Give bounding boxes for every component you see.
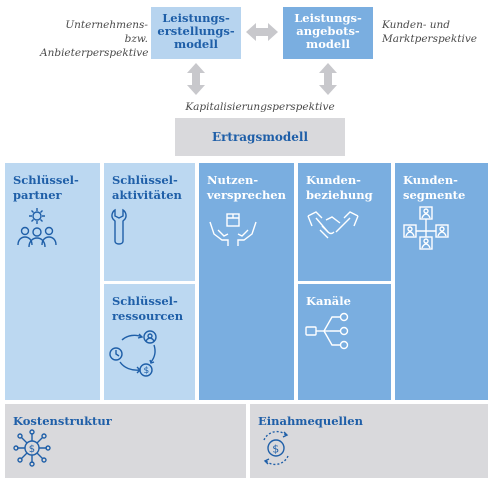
box-service-creation-model: Leistungs- erstellungs- modell bbox=[151, 7, 241, 59]
svg-text:$: $ bbox=[144, 366, 150, 376]
tile-cost-structure: Kostenstruktur bbox=[5, 404, 246, 478]
box-service-offering-model: Leistungs- angebots- modell bbox=[283, 7, 373, 59]
handshake-icon bbox=[307, 211, 359, 239]
channel-network-icon bbox=[305, 312, 349, 350]
tile-channels-title: Kanäle bbox=[306, 294, 351, 308]
dollar-network-icon: $ bbox=[13, 429, 51, 467]
tile-cost-structure-title: Kostenstruktur bbox=[13, 414, 112, 428]
tile-key-resources: Schlüssel- ressourcen bbox=[104, 284, 195, 400]
segments-icon bbox=[403, 206, 449, 250]
gear-people-icon bbox=[17, 208, 57, 248]
tile-customer-segments: Kunden- segmente bbox=[395, 163, 488, 400]
double-arrow-vertical-left-icon bbox=[187, 63, 205, 95]
tile-key-partners-title: Schlüssel- partner bbox=[13, 173, 79, 202]
tile-value-proposition-title: Nutzen- versprechen bbox=[207, 173, 286, 202]
tile-key-resources-title: Schlüssel- ressourcen bbox=[112, 294, 184, 323]
svg-text:$: $ bbox=[29, 444, 35, 455]
tile-key-partners: Schlüssel- partner bbox=[5, 163, 100, 400]
wrench-icon bbox=[111, 208, 127, 245]
tile-customer-relationships: Kunden- beziehung bbox=[298, 163, 391, 281]
market-perspective-label: Kunden- und Marktperspektive bbox=[382, 19, 477, 45]
resource-cycle-icon: $ bbox=[109, 330, 157, 377]
capitalization-perspective-label: Kapitalisierungsperspektive bbox=[185, 101, 335, 113]
tile-revenue-streams: Einahmequellen bbox=[250, 404, 488, 478]
tile-customer-relationships-title: Kunden- beziehung bbox=[306, 173, 373, 202]
tile-key-activities-title: Schlüssel- aktivitäten bbox=[112, 173, 182, 202]
dollar-cycle-icon: $ bbox=[263, 430, 289, 466]
svg-text:$: $ bbox=[272, 443, 279, 456]
revenue-model-box: Ertragsmodell bbox=[175, 118, 345, 156]
tile-value-proposition: Nutzen- versprechen bbox=[199, 163, 294, 400]
double-arrow-vertical-right-icon bbox=[319, 63, 337, 95]
hands-box-icon bbox=[209, 213, 257, 246]
provider-perspective-label: Unternehmens- bzw. Anbieterperspektive bbox=[40, 19, 149, 59]
double-arrow-horizontal-icon bbox=[246, 23, 278, 41]
tile-key-activities: Schlüssel- aktivitäten bbox=[104, 163, 195, 281]
tile-revenue-streams-title: Einahmequellen bbox=[258, 414, 363, 428]
tile-customer-segments-title: Kunden- segmente bbox=[403, 173, 466, 202]
